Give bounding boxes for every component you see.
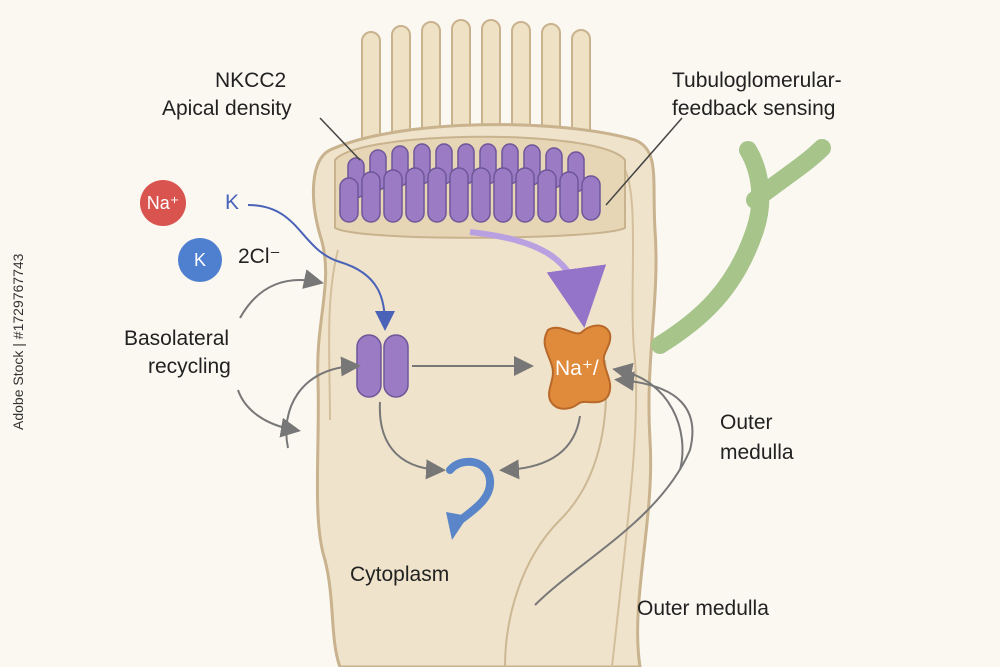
- outer-tubule-wall: [504, 359, 608, 667]
- cytoplasm-label: Cytoplasm: [350, 563, 450, 586]
- apical-to-pump-arrow: [469, 229, 607, 328]
- apical-density-label: Apical density: [162, 97, 292, 120]
- nkcc2-cluster: [339, 143, 601, 223]
- basolateral-label-line1: Basolateral: [124, 327, 230, 350]
- tgf-label-line2: feedback sensing: [672, 97, 836, 120]
- outer-medulla-bottom-label: Outer medulla: [637, 597, 769, 620]
- tgf-leader: [605, 117, 683, 206]
- outer-medulla-label-line2: medulla: [720, 441, 794, 464]
- basolateral-transporter: [356, 334, 409, 398]
- pump-down-arrow: [499, 415, 581, 480]
- vessel: [651, 139, 831, 354]
- transporter-down-arrow: [378, 401, 446, 480]
- cytoplasm-arrowhead: [446, 512, 468, 540]
- left-return-arrow: [237, 389, 301, 438]
- cell-body: [311, 123, 658, 667]
- pump-label: Na⁺/: [555, 357, 599, 380]
- basolateral-label-line2: recycling: [148, 355, 231, 378]
- tgf-label-line1: Tubuloglomerular-: [672, 69, 842, 92]
- nkcc2-leader: [319, 117, 361, 161]
- cytoplasm-curl-icon: [446, 457, 495, 526]
- k-ion-badge: K: [178, 238, 222, 282]
- na-ion-badge: Na⁺: [140, 180, 186, 226]
- chloride-label: 2Cl⁻: [238, 245, 281, 268]
- inner-membrane-left: [328, 249, 339, 421]
- outer-medulla-label-line1: Outer: [720, 411, 773, 434]
- k-ion-label: K: [225, 191, 240, 214]
- stock-watermark: Adobe Stock | #1729767743: [10, 253, 26, 430]
- medulla-return-arrow-2: [534, 371, 694, 606]
- nkcc2-label: NKCC2: [215, 69, 287, 92]
- k-entry-arrow: [247, 204, 395, 331]
- basolateral-recycling-arrow: [239, 269, 324, 319]
